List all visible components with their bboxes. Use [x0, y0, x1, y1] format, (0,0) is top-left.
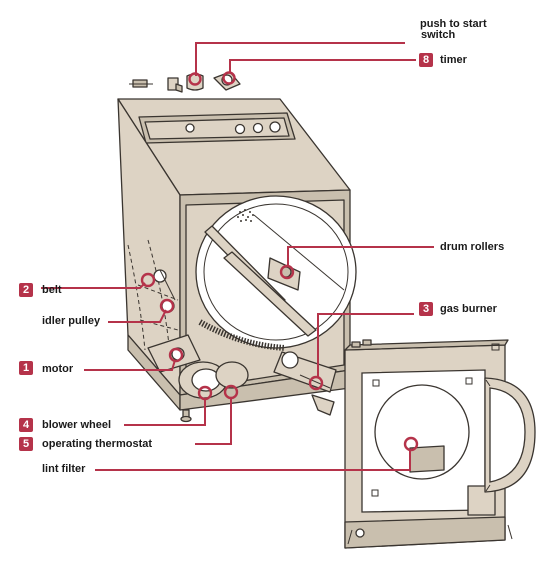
label-timer: timer — [440, 55, 467, 66]
label-idler-pulley: idler pulley — [42, 316, 100, 327]
dryer-cabinet — [118, 99, 356, 422]
label-blower-wheel: blower wheel — [42, 420, 111, 431]
label-switch: switch — [421, 30, 455, 41]
label-belt: belt — [42, 285, 62, 296]
label-gas-burner: gas burner — [440, 304, 497, 315]
label-lint-filter: lint filter — [42, 464, 85, 475]
badge-operating-thermostat: 5 — [19, 437, 33, 451]
label-motor: motor — [42, 364, 73, 375]
badge-motor: 1 — [19, 361, 33, 375]
badge-timer: 8 — [419, 53, 433, 67]
label-operating-thermostat: operating thermostat — [42, 439, 152, 450]
label-drum-rollers: drum rollers — [440, 242, 504, 253]
badge-blower-wheel: 4 — [19, 418, 33, 432]
badge-gas-burner: 3 — [419, 302, 433, 316]
front-panel — [345, 340, 535, 548]
badge-belt: 2 — [19, 283, 33, 297]
